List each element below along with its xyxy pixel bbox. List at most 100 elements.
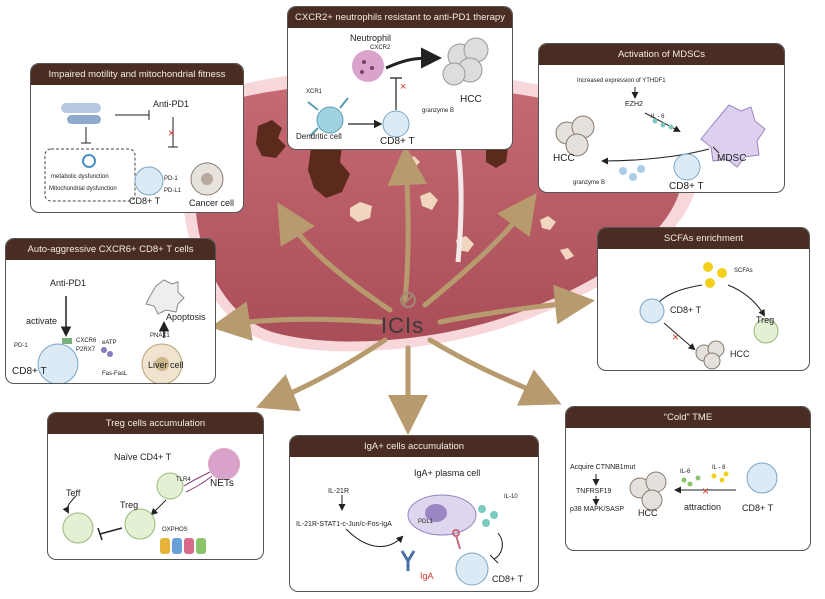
cd8-t-cell — [134, 166, 164, 196]
lesion-dark — [308, 136, 350, 198]
inhibit-cross: × — [168, 126, 175, 140]
cd8-t-cell — [382, 110, 410, 138]
neutrophil-label: Neutrophil — [350, 33, 392, 43]
liver-label: Liver cell — [148, 360, 184, 370]
arrow-to-scfa — [437, 284, 595, 325]
panel-treg-accumulation: Treg cells accumulation Naïve CD4+ T TLR… — [47, 412, 264, 560]
autoaggressive-illustration — [37, 279, 185, 383]
xcr1-label: XCR1 — [306, 89, 323, 95]
cd8-t-cell — [673, 153, 701, 181]
pdl1-label: PDL1 — [418, 519, 434, 525]
iga-antibody — [400, 550, 416, 571]
cancer-label: Cancer cell — [189, 198, 235, 208]
activate-label: activate — [26, 316, 58, 326]
panel-title: Impaired motility and mitochondrial fitn… — [31, 64, 243, 85]
dysfunction-box — [44, 148, 136, 202]
il10-label: IL-10 — [504, 494, 518, 500]
scfa-illustration: × — [639, 262, 779, 370]
treg-illustration — [62, 448, 240, 554]
cd8-t-cell — [455, 552, 489, 586]
cd8-label: CD8+ T — [742, 503, 774, 513]
hcc-label: HCC — [730, 349, 750, 359]
lesion-light — [540, 216, 556, 230]
arrow-to-autoaggressive — [210, 301, 383, 341]
cd8-label: CD8+ T — [669, 181, 704, 192]
anti-pd1-label: Anti-PD1 — [153, 99, 190, 109]
teff-label: Teff — [66, 488, 81, 498]
apoptosis-label: Apoptosis — [166, 312, 206, 322]
treg-cell — [753, 318, 779, 344]
hcc-cluster — [695, 340, 725, 370]
hcc-cluster — [555, 115, 595, 157]
inhibit-cross: × — [702, 484, 709, 498]
panel-title: CXCR2+ neutrophils resistant to anti-PD1… — [288, 7, 512, 28]
panel-iga-accumulation: IgA+ cells accumulation IL-21R IL-21R-ST… — [289, 435, 539, 592]
cxcr2-illustration: × — [307, 37, 489, 138]
il21r-label: IL-21R — [328, 488, 350, 495]
il6-label: IL-6 — [680, 469, 691, 475]
panel-auto-aggressive: Auto-aggressive CXCR6+ CD8+ T cells Anti… — [5, 238, 216, 384]
cd8-label: CD8+ T — [12, 366, 47, 377]
granzyme-label: granzyme B — [573, 180, 606, 186]
hcc-cluster — [629, 471, 667, 511]
motility-illustration: × — [44, 103, 224, 202]
mitochondria-icon — [61, 103, 101, 113]
antibody-icon-slash — [402, 294, 414, 306]
cd8-label: CD8+ T — [492, 574, 524, 584]
arrow-to-cxcr2 — [387, 145, 428, 303]
inhibit-cross: × — [672, 330, 679, 344]
lesion-light — [420, 192, 438, 210]
arrow-to-motility — [277, 202, 393, 313]
cd8-t-cell — [746, 462, 778, 494]
neutrophil-cell — [352, 50, 384, 82]
pd1-label: PD-1 — [164, 176, 178, 182]
scfas-label: SCFAs — [734, 268, 753, 274]
naive-cd4-cell — [156, 472, 184, 500]
cxcr2-label: CXCR2 — [370, 45, 391, 51]
hcc-label: HCC — [638, 508, 658, 518]
hcc-label: HCC — [460, 94, 482, 105]
il8-label: IL - 8 — [712, 465, 726, 471]
panel-cold-tme: “Cold” TME × Acquire CTNNB1mut TNFRSF19 … — [565, 406, 811, 551]
pdl1-label: PD-L1 — [164, 188, 182, 194]
ctnnb1-label: Acquire CTNNB1mut — [570, 464, 636, 471]
arrow-to-cold — [427, 337, 562, 406]
arrow-to-mdsc — [422, 192, 537, 308]
pathway-label: IL-21R-STAT1-c-Jun/c-Fos-IgA — [296, 521, 392, 528]
lesion-dark — [256, 120, 286, 158]
panel-title: SCFAs enrichment — [598, 228, 809, 249]
hcc-label: HCC — [553, 153, 575, 164]
ezh2-label: EZH2 — [625, 101, 643, 108]
cd8-label: CD8+ T — [129, 196, 161, 206]
cd8-label: CD8+ T — [670, 305, 702, 315]
naive-label: Naïve CD4+ T — [114, 452, 172, 462]
apoptosis-cell — [145, 279, 185, 315]
cold-illustration: × — [592, 462, 778, 511]
mito-label: Mitochondrial dysfunction — [49, 186, 117, 192]
panel-scfa-enrichment: SCFAs enrichment × SCFAs CD8+ T Treg HCC — [597, 227, 810, 371]
oxphos-complex — [160, 538, 206, 554]
fasfasl-label: Fas-FasL — [102, 371, 128, 377]
panel-title: “Cold” TME — [566, 407, 810, 428]
cxcr6-label: CXCR6 — [76, 338, 97, 344]
panel-title: Activation of MDSCs — [539, 44, 784, 65]
granzyme-label: granzyme B — [422, 108, 455, 114]
nets-neutrophil — [208, 448, 240, 480]
arrow-to-treg — [256, 337, 388, 412]
treg-cell — [124, 508, 156, 540]
lesion-light — [560, 248, 574, 260]
eatp-label: eATP — [102, 340, 117, 346]
inhibit-cross: × — [400, 81, 406, 93]
center-icis-label: ICIs — [381, 313, 425, 338]
cd8-t-cell — [37, 343, 79, 383]
iga-label: IgA — [420, 571, 434, 581]
antibody-icon — [400, 292, 416, 308]
panel-title: Auto-aggressive CXCR6+ CD8+ T cells — [6, 239, 215, 260]
plasma-label: IgA+ plasma cell — [414, 468, 481, 478]
dendritic-label: Dendritic cell — [296, 132, 342, 141]
panel-cxcr2-neutrophils: CXCR2+ neutrophils resistant to anti-PD1… — [287, 6, 513, 150]
anti-pd1-label: Anti-PD1 — [50, 278, 87, 288]
iga-illustration — [338, 494, 503, 586]
p2rx7-label: P2RX7 — [76, 347, 96, 353]
